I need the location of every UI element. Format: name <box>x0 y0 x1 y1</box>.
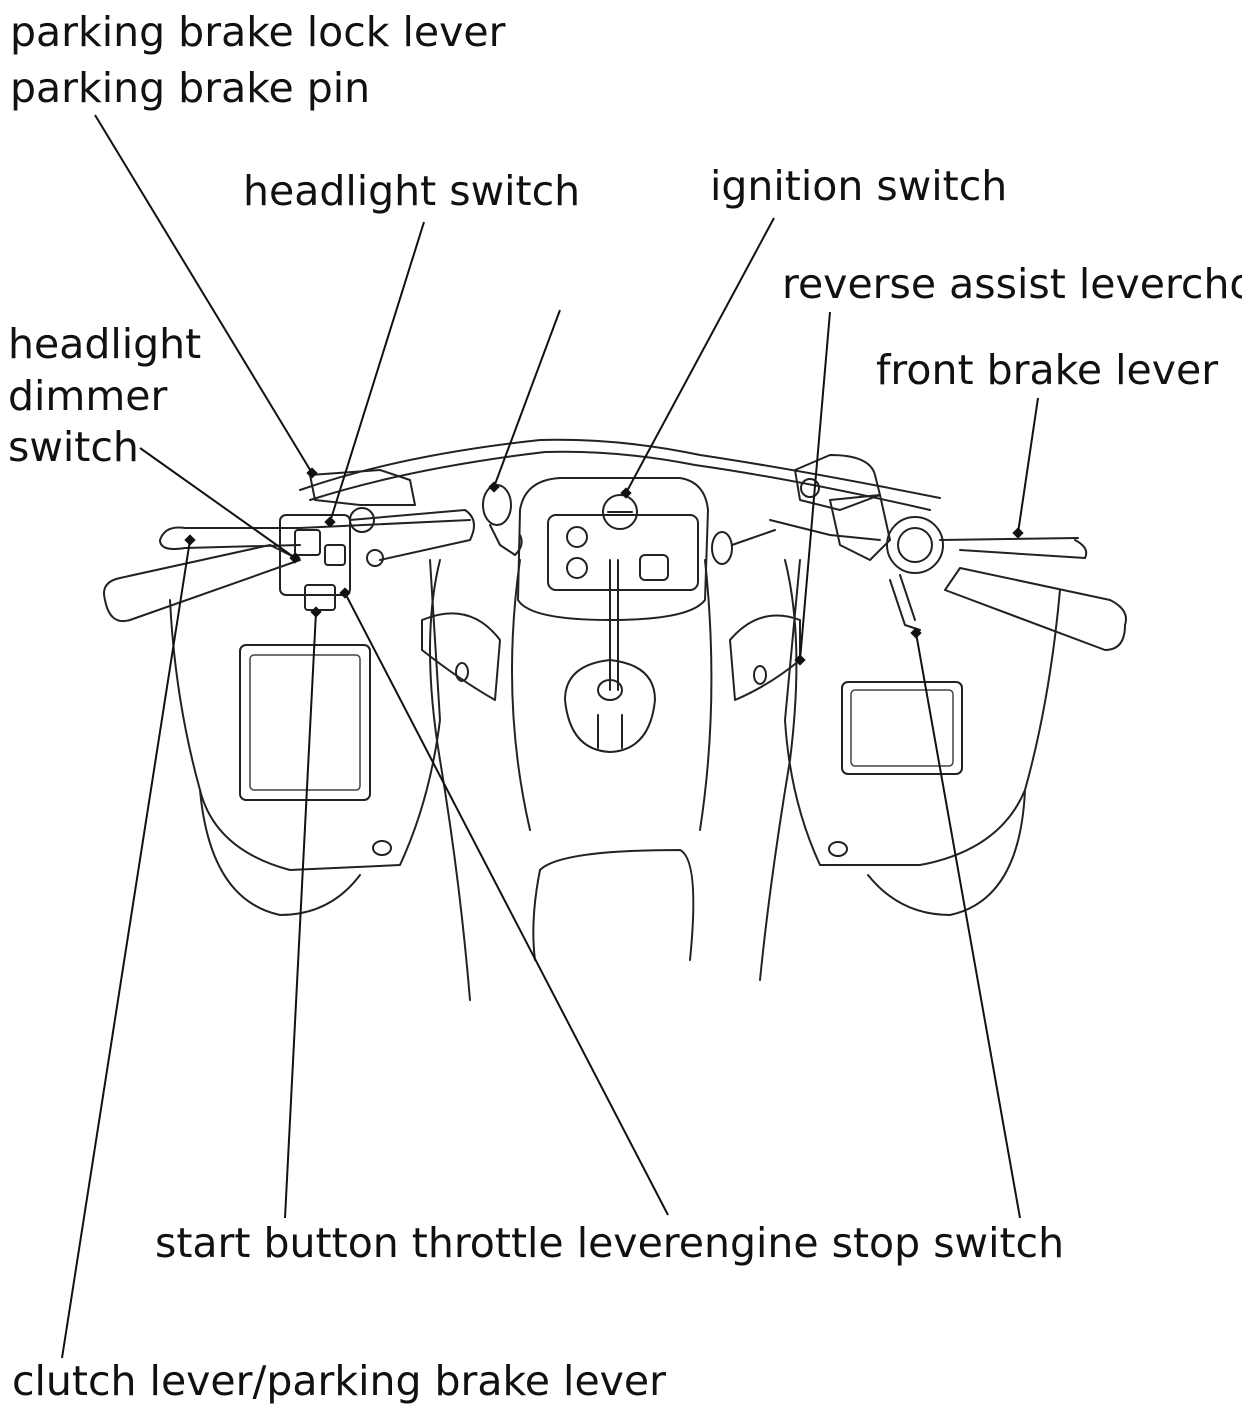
leader-headlight-dimmer <box>140 448 295 558</box>
leader-unlabeled-top <box>494 310 560 487</box>
marker-throttle-lever <box>339 587 350 598</box>
label-headlight-dimmer-line3: switch <box>8 421 139 473</box>
left-fender <box>170 560 440 915</box>
label-ignition-switch: ignition switch <box>710 160 1007 212</box>
handlebar <box>104 440 1126 650</box>
leader-throttle-lever <box>345 593 668 1215</box>
marker-start-button <box>310 606 321 617</box>
label-headlight-dimmer-line2: dimmer <box>8 370 167 422</box>
marker-clutch-lever <box>184 534 195 545</box>
label-parking-brake-lock-lever: parking brake lock lever <box>10 6 505 58</box>
leader-front-brake <box>1018 398 1038 533</box>
leader-ignition-switch <box>626 218 774 493</box>
marker-parking-brake <box>306 467 317 478</box>
label-headlight-switch: headlight switch <box>243 165 580 217</box>
right-fender <box>785 560 1060 915</box>
marker-unlabeled-top <box>488 481 499 492</box>
leader-reverse-assist <box>800 312 830 660</box>
label-reverse-assist-choke: reverse assist leverchok <box>782 258 1242 310</box>
label-front-brake-lever: front brake lever <box>876 344 1218 396</box>
left-switch-cluster <box>280 470 474 610</box>
label-clutch-lever: clutch lever/parking brake lever <box>12 1355 666 1407</box>
dashboard-panel <box>518 478 708 690</box>
leader-headlight-switch <box>330 222 424 522</box>
marker-ignition-switch <box>620 487 631 498</box>
marker-front-brake <box>1012 527 1023 538</box>
leader-engine-stop <box>916 633 1020 1218</box>
label-parking-brake-pin: parking brake pin <box>10 62 370 114</box>
label-headlight-dimmer-line1: headlight <box>8 318 201 370</box>
label-bottom-row: start button throttle leverengine stop s… <box>155 1217 1064 1269</box>
